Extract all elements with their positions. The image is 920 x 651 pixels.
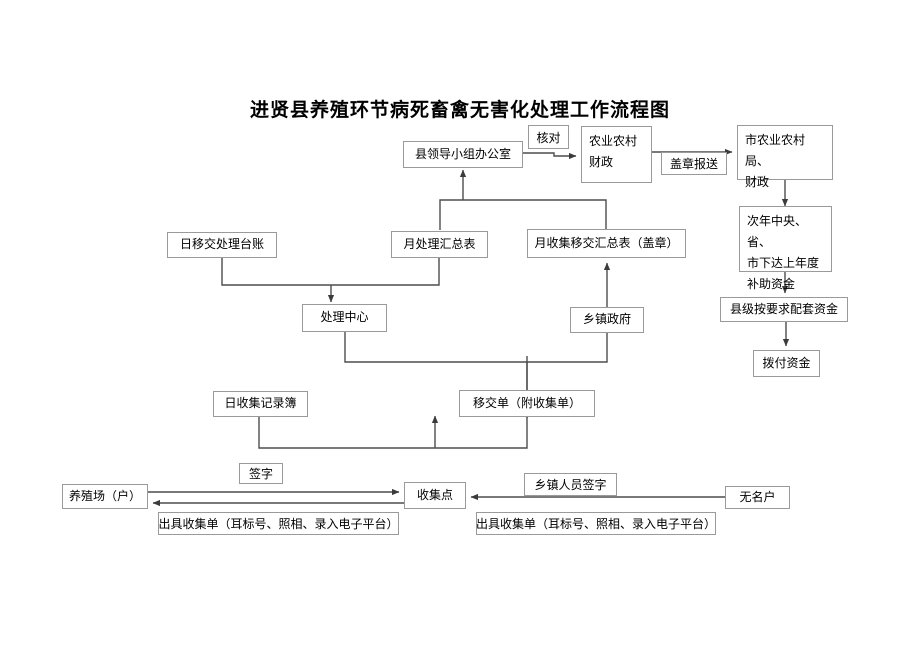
edge-label-township-staff-signature: 乡镇人员签字	[524, 473, 617, 496]
node-collection-point[interactable]: 收集点	[404, 482, 466, 509]
edge-label-signature: 签字	[239, 463, 283, 484]
node-next-year-subsidy-line3: 补助资金	[747, 277, 796, 291]
node-transfer-form[interactable]: 移交单（附收集单）	[459, 390, 595, 417]
node-monthly-treatment-summary[interactable]: 月处理汇总表	[391, 231, 488, 258]
node-agri-finance[interactable]: 农业农村 财政	[581, 126, 652, 183]
node-unnamed-household[interactable]: 无名户	[725, 486, 790, 509]
node-agri-finance-line2: 财政	[589, 155, 614, 169]
node-city-agri-bureau-finance[interactable]: 市农业农村局、 财政	[737, 125, 833, 189]
node-treatment-center[interactable]: 处理中心	[302, 304, 387, 332]
edge-label-issue-collection-form-left: 出具收集单（耳标号、照相、录入电子平台）	[158, 512, 399, 535]
page-title: 进贤县养殖环节病死畜禽无害化处理工作流程图	[249, 100, 670, 121]
node-next-year-subsidy-line2: 市下达上年度	[747, 256, 820, 270]
node-daily-transfer-ledger[interactable]: 日移交处理台账	[167, 232, 277, 258]
node-monthly-collection-transfer-summary[interactable]: 月收集移交汇总表（盖章）	[527, 229, 686, 258]
node-next-year-subsidy[interactable]: 次年中央、省、 市下达上年度 补助资金	[739, 206, 832, 291]
node-daily-collection-record[interactable]: 日收集记录簿	[213, 391, 308, 417]
node-next-year-subsidy-line1: 次年中央、省、	[747, 214, 808, 249]
edge-label-issue-collection-form-right: 出具收集单（耳标号、照相、录入电子平台）	[476, 512, 716, 535]
node-city-agri-bureau-line2: 财政	[745, 175, 770, 189]
node-agri-finance-line1: 农业农村	[589, 134, 638, 148]
edge-label-verify: 核对	[528, 125, 569, 149]
node-disburse-funds[interactable]: 拨付资金	[753, 350, 820, 377]
edge-label-stamp-and-submit: 盖章报送	[661, 152, 727, 175]
node-township-government[interactable]: 乡镇政府	[570, 307, 644, 333]
node-farm-household[interactable]: 养殖场（户）	[62, 484, 148, 509]
node-county-matching-funds[interactable]: 县级按要求配套资金	[720, 297, 848, 322]
node-city-agri-bureau-line1: 市农业农村局、	[745, 133, 806, 168]
node-county-leading-group-office[interactable]: 县领导小组办公室	[403, 141, 523, 168]
